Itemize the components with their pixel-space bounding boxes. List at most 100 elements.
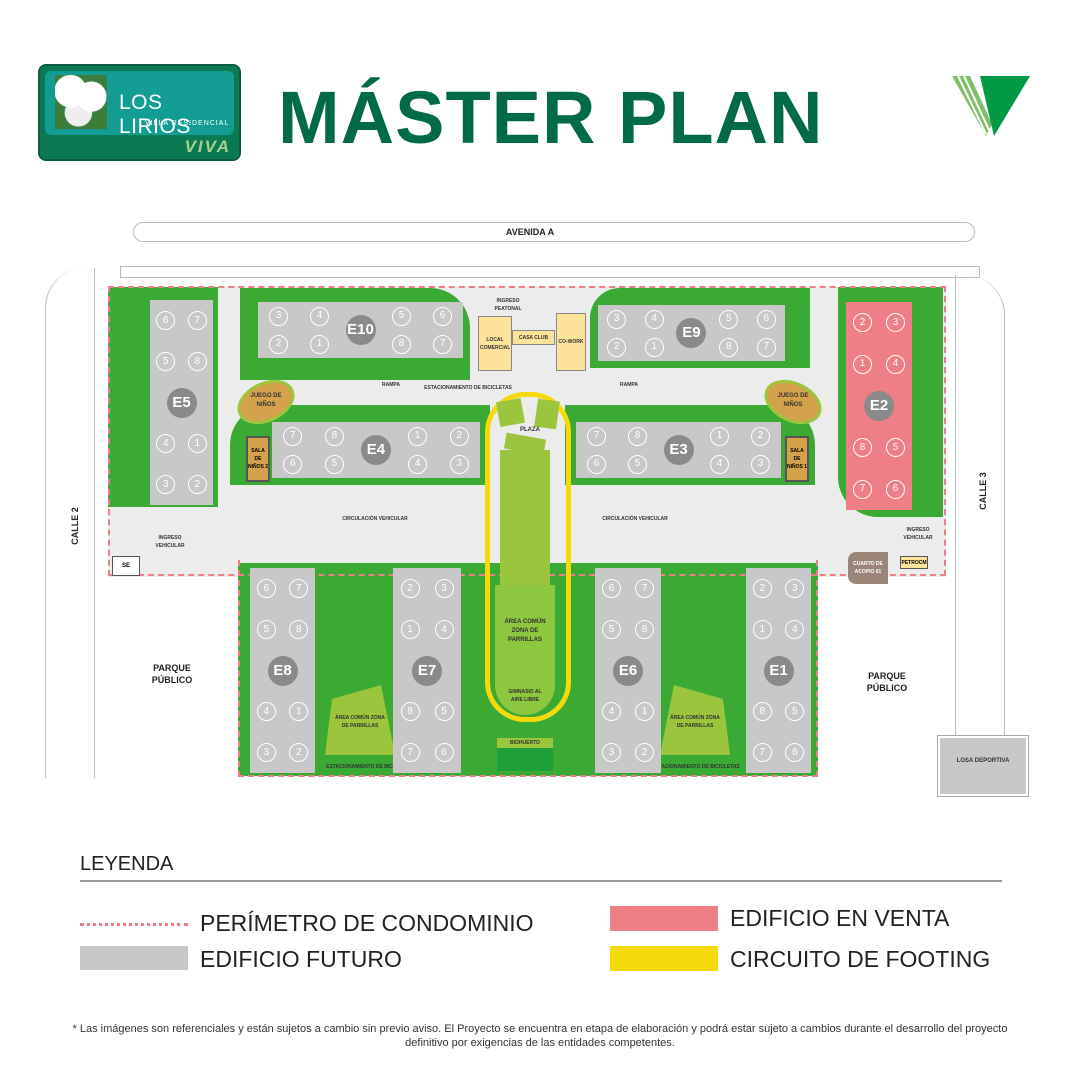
viva-v-logo-icon (952, 75, 1030, 136)
rampa-label-e9: RAMPA (620, 382, 638, 388)
legend-label-footing: CIRCUITO DE FOOTING (730, 946, 991, 972)
page-title: MÁSTER PLAN (278, 76, 824, 159)
legend-swatch-sale (610, 906, 718, 931)
ingreso-vehicular-right: INGRESO VEHICULAR (903, 527, 933, 541)
building-label: E9 (676, 318, 707, 348)
logo-brand: VIVA (184, 137, 231, 156)
unit-marker: 6 (587, 454, 606, 474)
biohuerto-label: BIOHUERTO (510, 740, 540, 746)
cowork-label: CO-WORK (558, 339, 584, 345)
legend-swatch-future (80, 946, 188, 970)
unit-marker: 4 (408, 454, 428, 474)
casa-club (512, 330, 555, 345)
legend-label-perimeter: PERÍMETRO DE CONDOMINIO (200, 910, 534, 936)
unit-marker: 7 (289, 579, 309, 598)
unit-marker: 8 (324, 426, 344, 446)
unit-marker: 1 (400, 620, 420, 639)
circulacion-right: CIRCULACIÓN VEHICULAR (602, 516, 668, 522)
unit-marker: 7 (853, 479, 872, 499)
calle-3-label: CALLE 3 (978, 472, 988, 510)
unit-marker: 4 (710, 454, 729, 474)
disclaimer: * Las imágenes son referenciales y están… (72, 1023, 1008, 1049)
unit-marker: 4 (602, 702, 621, 721)
unit-marker: 5 (602, 620, 621, 639)
unit-marker: 6 (602, 579, 621, 598)
unit-marker: 6 (756, 309, 776, 329)
unit-marker: 3 (602, 743, 621, 762)
unit-marker: 5 (785, 702, 805, 721)
unit-marker: 1 (289, 702, 309, 721)
cowork (556, 313, 586, 371)
legend-label-sale: EDIFICIO EN VENTA (730, 905, 950, 931)
legend-swatch-footing (610, 946, 718, 971)
unit-marker: 4 (886, 354, 905, 374)
building-label: E6 (613, 655, 643, 686)
site-plan: AVENIDA A CALLE 2 CALLE 3 LOCAL COMERCIA… (45, 222, 1029, 797)
footing-circuit (485, 392, 571, 722)
unit-marker: 5 (886, 438, 905, 458)
legend-label-future: EDIFICIO FUTURO (200, 946, 402, 972)
casa-club-label: CASA CLUB (518, 335, 549, 341)
se-box: SE (112, 556, 140, 576)
calle-2-road (45, 268, 95, 778)
central-green (500, 450, 550, 590)
service-road (120, 266, 980, 278)
unit-marker: 1 (752, 620, 772, 639)
unit-marker: 3 (449, 454, 469, 474)
calle-2-label: CALLE 2 (70, 507, 80, 545)
unit-marker: 8 (853, 438, 872, 458)
unit-marker: 6 (156, 311, 176, 330)
building-label: E3 (663, 435, 694, 465)
juego-ninos-label: JUEGO DE NIÑOS (250, 393, 282, 408)
unit-marker: 7 (187, 311, 207, 330)
legend-title: LEYENDA (80, 853, 174, 875)
unit-marker: 6 (433, 306, 452, 326)
avenida-road (133, 222, 975, 242)
unit-marker: 1 (635, 702, 654, 721)
legend-swatch-perimeter (80, 923, 188, 926)
gimnasio-label: GIMNASIO AL AIRE LIBRE (508, 689, 542, 703)
unit-marker: 4 (434, 620, 454, 639)
building-label: E10 (345, 315, 376, 345)
bike-parking-label-top: ESTACIONAMIENTO DE BICICLETAS (424, 385, 512, 391)
unit-marker: 8 (187, 352, 207, 371)
unit-marker: 6 (434, 743, 454, 762)
zona-parrillas-label: ÁREA COMÚN ZONA DE PARRILLAS (504, 619, 546, 643)
unit-marker: 1 (644, 337, 664, 357)
parque-publico-right: PARQUE PÚBLICO (866, 671, 908, 693)
unit-marker: 7 (635, 579, 654, 598)
unit-marker: 8 (719, 337, 739, 357)
building-label: E8 (267, 655, 298, 686)
unit-marker: 3 (156, 475, 176, 494)
losa-label: LOSA DEPORTIVA (956, 758, 1010, 764)
biohuerto (497, 738, 553, 771)
unit-marker: 7 (756, 337, 776, 357)
unit-marker: 5 (719, 309, 739, 329)
sala-ninos-2: SALA DE NIÑOS 2 (246, 436, 270, 482)
sala-ninos-1: SALA DE NIÑOS 1 (785, 436, 809, 482)
unit-marker: 5 (156, 352, 176, 371)
unit-marker: 2 (449, 426, 469, 446)
unit-marker: 3 (886, 313, 905, 333)
building-label: E5 (166, 387, 197, 418)
unit-marker: 1 (853, 354, 872, 374)
unit-marker: 1 (310, 334, 329, 354)
unit-marker: 3 (607, 309, 627, 329)
unit-marker: 5 (628, 454, 647, 474)
cuarto-acopio-label: CUARTO DE ACOPIO 01 (853, 561, 883, 575)
unit-marker: 5 (392, 306, 411, 326)
cuarto-acopio (848, 552, 888, 584)
unit-marker: 4 (156, 434, 176, 453)
unit-marker: 3 (785, 579, 805, 598)
logo-subtitle: VILLA RESIDENCIAL (145, 120, 230, 127)
